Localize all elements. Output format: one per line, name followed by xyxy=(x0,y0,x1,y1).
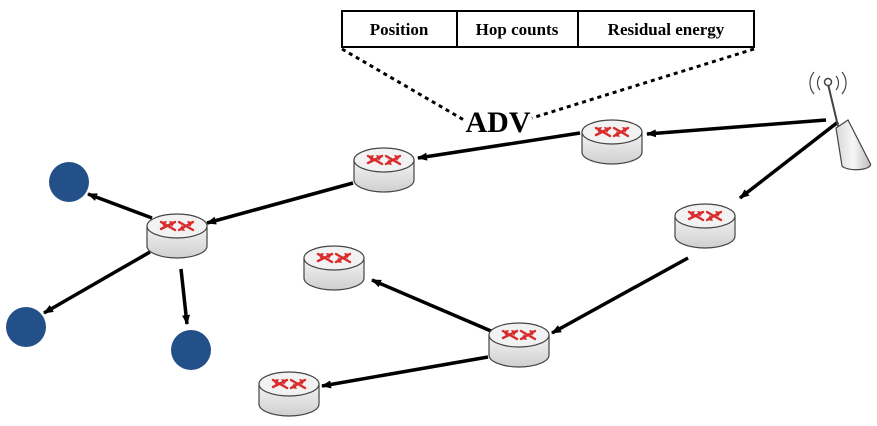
adv-packet-header: Position Hop counts Residual energy xyxy=(341,10,755,48)
link-router-bottom-to-router-bottomleft xyxy=(321,355,489,389)
link-hub-to-sensor-3 xyxy=(179,268,191,325)
router-right xyxy=(673,202,737,250)
packet-field-residual-energy-box xyxy=(577,10,755,48)
link-tower-to-router-top xyxy=(646,118,827,138)
link-router-mid-to-router-hub xyxy=(206,181,354,225)
link-hub-to-sensor-2 xyxy=(43,250,151,315)
packet-field-position-label: Position xyxy=(370,20,429,39)
link-router-right-to-router-bottom xyxy=(551,256,689,335)
adv-label: ADV xyxy=(466,106,531,139)
sensor-node-2 xyxy=(6,307,46,347)
router-bottomleft xyxy=(257,370,321,418)
router-icon xyxy=(145,118,737,418)
router-hub xyxy=(145,212,209,260)
antenna-tower-icon xyxy=(809,71,872,171)
callout-line-right xyxy=(531,47,755,120)
router-bottom xyxy=(487,321,551,369)
links xyxy=(43,118,840,389)
sensor-node-1 xyxy=(49,162,89,202)
sensor-node-3 xyxy=(171,330,211,370)
link-hub-to-sensor-1 xyxy=(87,192,153,220)
packet-field-residual-energy-label: Residual energy xyxy=(608,20,725,39)
router-mid xyxy=(352,146,416,194)
packet-field-hop-counts-label: Hop counts xyxy=(476,20,559,39)
link-router-bottom-to-router-leftmid xyxy=(371,278,492,333)
router-leftmid xyxy=(302,244,366,292)
packet-field-hop-counts-box xyxy=(456,10,579,48)
callout-line-left xyxy=(341,47,465,122)
packet-field-position-box xyxy=(341,10,458,48)
sensor-node-icon xyxy=(6,162,211,370)
link-router-top-to-router-mid xyxy=(417,131,581,161)
router-top xyxy=(580,118,644,166)
link-tower-to-router-right xyxy=(738,120,840,200)
